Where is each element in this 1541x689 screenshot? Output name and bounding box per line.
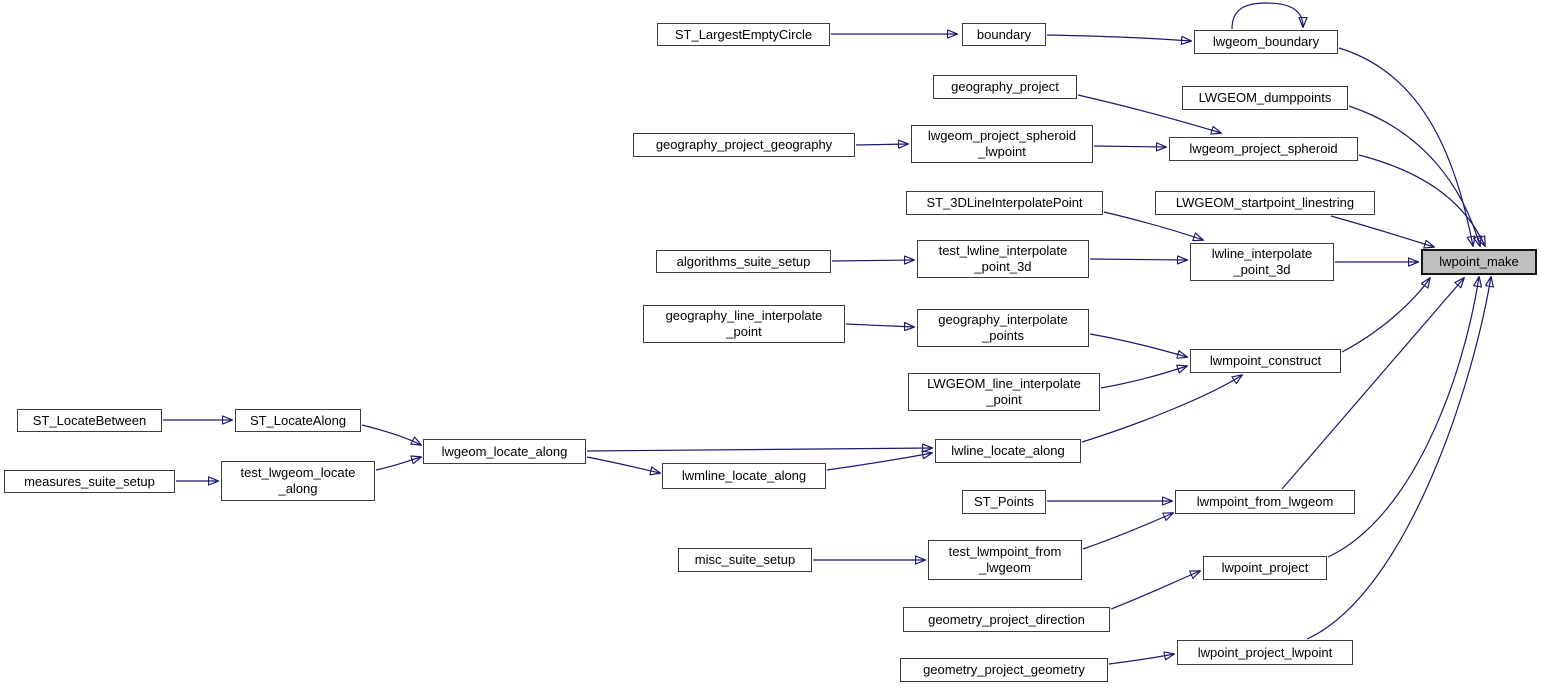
node-misc-suite-setup[interactable]: misc_suite_setup (678, 548, 812, 572)
edge-lwgeom-boundary-to-lwpoint-make (1338, 47, 1473, 246)
node-test-lwline-interpolate-point-3d[interactable]: test_lwline_interpolate _point_3d (917, 240, 1089, 278)
edge-lwgeom-locate-along-to-lwline-locate-along (586, 448, 932, 451)
node-test-lwgeom-locate-along[interactable]: test_lwgeom_locate _along (221, 461, 375, 501)
edge-geography-line-interpolate-point-to-geography-interpolate-points (845, 324, 914, 327)
edge-test-lwmpoint-from-lwgeom-to-lwmpoint-from-lwgeom (1082, 513, 1173, 550)
edge-lwline-locate-along-to-lwmpoint-construct (1081, 375, 1242, 443)
node-lwpoint-make: lwpoint_make (1421, 249, 1537, 275)
edge-test-lwline-interpolate-point-3d-to-lwline-interpolate-point-3d (1089, 259, 1187, 260)
node-boundary[interactable]: boundary (962, 23, 1046, 46)
node-lwpoint-project[interactable]: lwpoint_project (1203, 556, 1327, 580)
edge-lwpoint-project-to-lwpoint-make (1327, 277, 1479, 558)
node-lwgeom-project-spheroid[interactable]: lwgeom_project_spheroid (1169, 137, 1358, 161)
node-geography-interpolate-points[interactable]: geography_interpolate _points (917, 309, 1089, 347)
node-lwgeom-startpoint-linestring[interactable]: LWGEOM_startpoint_linestring (1155, 191, 1375, 215)
node-geography-line-interpolate-point[interactable]: geography_line_interpolate _point (643, 305, 845, 343)
node-lwline-interpolate-point-3d[interactable]: lwline_interpolate _point_3d (1190, 243, 1334, 281)
node-lwgeom-boundary[interactable]: lwgeom_boundary (1194, 30, 1338, 54)
node-test-lwmpoint-from-lwgeom[interactable]: test_lwmpoint_from _lwgeom (928, 540, 1082, 580)
node-lwpoint-project-lwpoint[interactable]: lwpoint_project_lwpoint (1177, 640, 1353, 665)
node-lwgeom-line-interpolate-point[interactable]: LWGEOM_line_interpolate _point (908, 373, 1100, 411)
node-lwgeom-project-spheroid-lwpoint[interactable]: lwgeom_project_spheroid _lwpoint (911, 125, 1093, 163)
edge-geography-project-to-lwgeom-project-spheroid (1077, 94, 1221, 133)
edge-lwgeom-project-spheroid-lwpoint-to-lwgeom-project-spheroid (1093, 146, 1166, 147)
edge-lwgeom-locate-along-to-lwmline-locate-along (586, 456, 660, 473)
node-lwline-locate-along[interactable]: lwline_locate_along (935, 439, 1081, 463)
node-geography-project[interactable]: geography_project (933, 75, 1077, 99)
edge-lwmline-locate-along-to-lwline-locate-along (826, 453, 932, 471)
edge-lwgeom-line-interpolate-point-to-lwmpoint-construct (1100, 366, 1187, 389)
edge-lwgeom-boundary-self-loop (1231, 2, 1303, 30)
edge-geometry-project-direction-to-lwpoint-project (1110, 571, 1200, 610)
node-geometry-project-direction[interactable]: geometry_project_direction (903, 607, 1110, 632)
edge-geometry-project-geometry-to-lwpoint-project-lwpoint (1108, 654, 1174, 665)
edge-st-3dlineinterpolatepoint-to-lwline-interpolate-point-3d (1103, 211, 1203, 240)
node-lwgeom-locate-along[interactable]: lwgeom_locate_along (423, 439, 586, 464)
edge-boundary-to-lwgeom-boundary (1046, 34, 1191, 41)
edge-test-lwgeom-locate-along-to-lwgeom-locate-along (375, 457, 421, 471)
edge-lwpoint-project-lwpoint-to-lwpoint-make (1306, 277, 1491, 640)
node-geometry-project-geometry[interactable]: geometry_project_geometry (900, 658, 1108, 682)
node-lwmline-locate-along[interactable]: lwmline_locate_along (662, 463, 826, 489)
node-st-largestemptycircle[interactable]: ST_LargestEmptyCircle (657, 23, 830, 46)
edge-geography-interpolate-points-to-lwmpoint-construct (1089, 333, 1187, 357)
node-lwmpoint-construct[interactable]: lwmpoint_construct (1190, 349, 1341, 373)
edge-st-locatealong-to-lwgeom-locate-along (361, 424, 421, 445)
node-st-locatealong[interactable]: ST_LocateAlong (235, 409, 361, 432)
node-lwmpoint-from-lwgeom[interactable]: lwmpoint_from_lwgeom (1175, 490, 1355, 514)
edge-lwgeom-project-spheroid-to-lwpoint-make (1358, 154, 1485, 246)
node-st-3dlineinterpolatepoint[interactable]: ST_3DLineInterpolatePoint (906, 191, 1103, 215)
node-lwgeom-dumppoints[interactable]: LWGEOM_dumppoints (1182, 86, 1348, 110)
node-geography-project-geography[interactable]: geography_project_geography (633, 133, 855, 157)
edge-lwgeom-startpoint-linestring-to-lwpoint-make (1330, 215, 1434, 247)
edge-algorithms-suite-setup-to-test-lwline-interpolate-point-3d (831, 260, 914, 261)
edge-lwmpoint-construct-to-lwpoint-make (1341, 278, 1430, 353)
edge-lwmpoint-from-lwgeom-to-lwpoint-make (1281, 278, 1464, 490)
edge-geography-project-geography-to-lwgeom-project-spheroid-lwpoint (855, 144, 908, 145)
node-measures-suite-setup[interactable]: measures_suite_setup (4, 470, 175, 493)
node-st-locatebetween[interactable]: ST_LocateBetween (17, 409, 162, 432)
node-st-points[interactable]: ST_Points (962, 490, 1046, 514)
node-algorithms-suite-setup[interactable]: algorithms_suite_setup (656, 250, 831, 273)
